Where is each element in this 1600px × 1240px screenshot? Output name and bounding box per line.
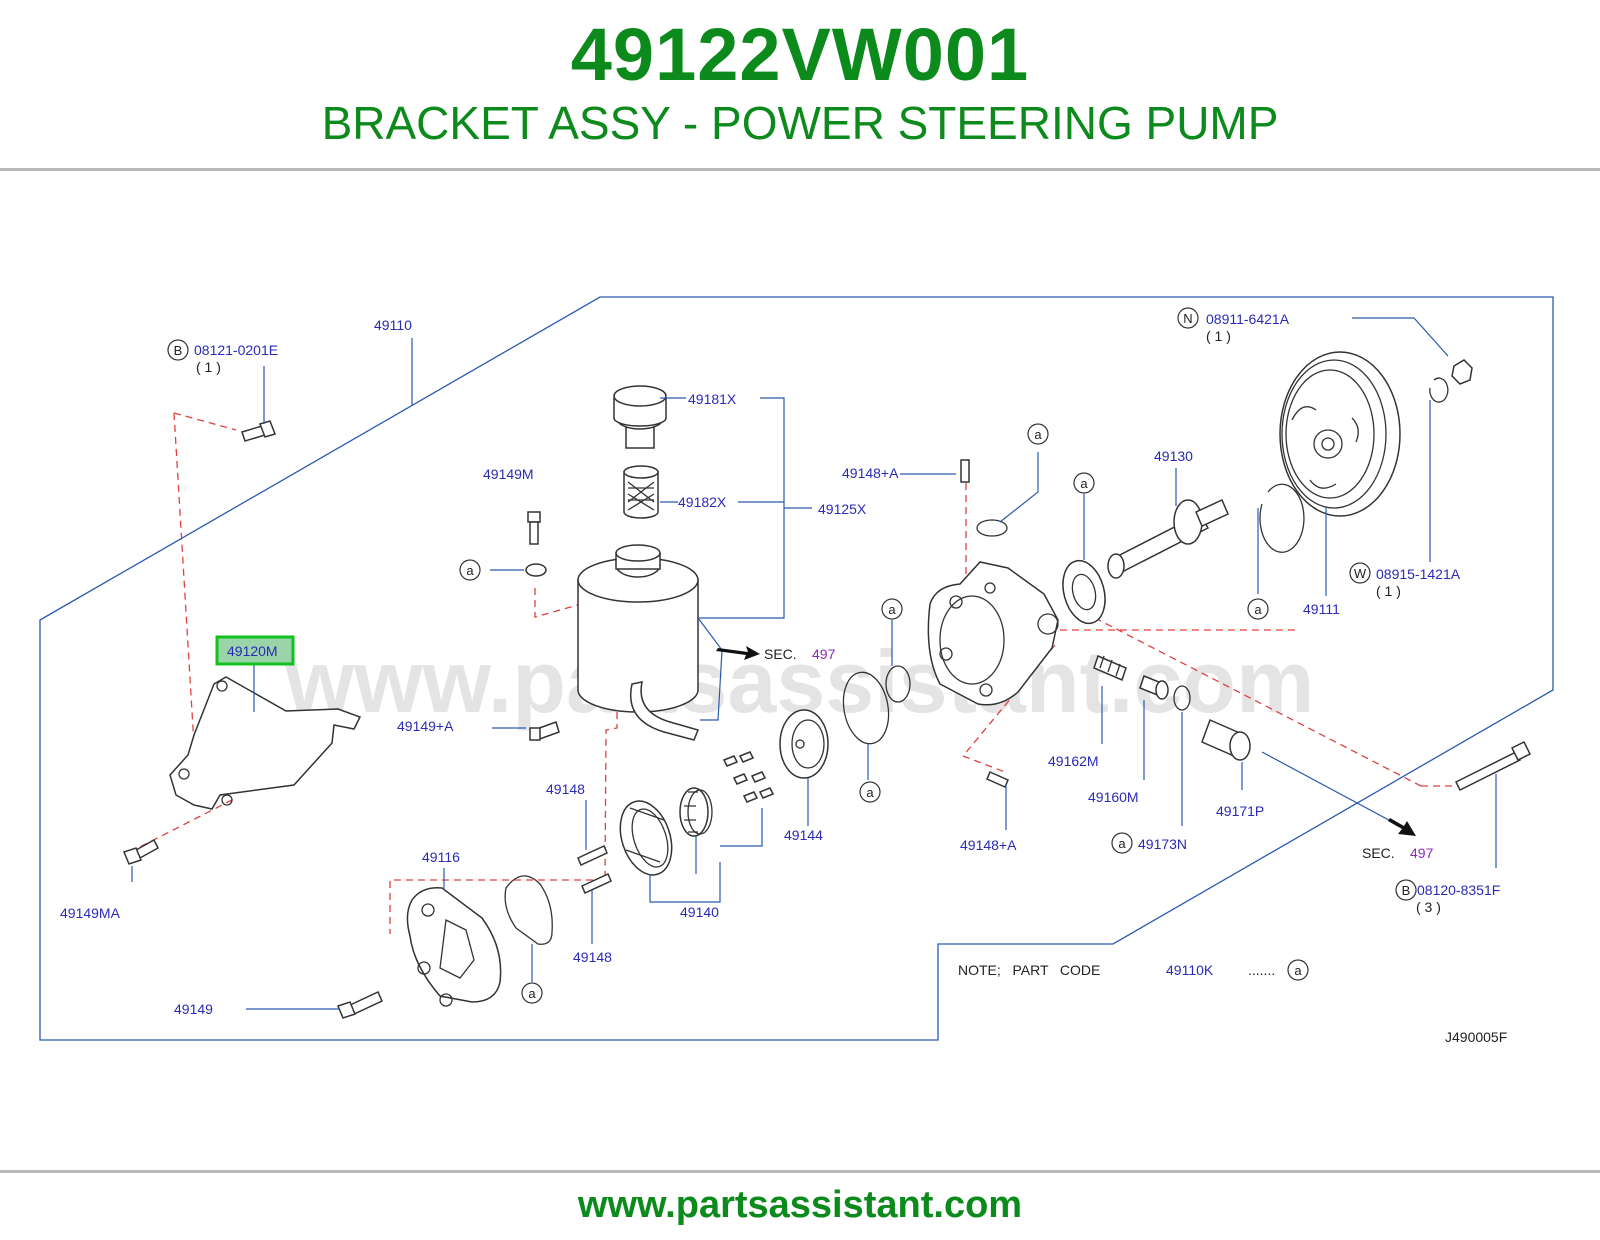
qty-08911: ( 1 )	[1206, 328, 1231, 344]
label-49148a-bottom[interactable]: 49148+A	[960, 837, 1017, 853]
diagram-id: J490005F	[1445, 1029, 1507, 1045]
bolt-49149a-icon	[529, 721, 560, 741]
label-49171p[interactable]: 49171P	[1216, 803, 1264, 819]
note-part-code[interactable]: 49110K	[1166, 962, 1214, 978]
letter-b-2: B	[1402, 883, 1411, 898]
part-number-title: 49122VW001	[570, 13, 1030, 96]
spring-49162m-icon	[1093, 654, 1127, 682]
letter-w: W	[1354, 566, 1367, 581]
label-49140[interactable]: 49140	[680, 904, 719, 920]
label-49149m[interactable]: 49149M	[483, 466, 534, 482]
valve-49160m-icon	[1139, 675, 1169, 700]
label-49130[interactable]: 49130	[1154, 448, 1193, 464]
bolt-49149ma-icon	[122, 838, 159, 865]
header-divider	[0, 168, 1600, 171]
gasket-icon	[504, 875, 553, 945]
letter-b-1: B	[174, 343, 183, 358]
letter-a: a	[1034, 427, 1042, 442]
letter-a: a	[528, 986, 536, 1001]
connector-49171p-icon	[1201, 718, 1251, 761]
bolt-49149m-icon	[527, 511, 541, 545]
header: 49122VW001 BRACKET ASSY - POWER STEERING…	[0, 0, 1600, 170]
label-49162m[interactable]: 49162M	[1048, 753, 1099, 769]
letter-a: a	[1294, 963, 1302, 978]
leader-lines	[131, 317, 1497, 1010]
pump-rear-cover-icon	[406, 887, 502, 1007]
o-ring-top-icon	[976, 519, 1008, 537]
strainer-icon	[623, 465, 659, 519]
letter-a: a	[866, 785, 874, 800]
label-08121-0201e[interactable]: 08121-0201E	[194, 342, 278, 358]
pin-bottom-icon	[986, 771, 1009, 788]
snap-ring-small-icon	[1429, 377, 1449, 403]
vanes-icon	[722, 751, 775, 803]
bolt-49149-icon	[336, 990, 383, 1019]
circled-letters	[167, 307, 1417, 1004]
o-ring-49173n-icon	[1173, 685, 1191, 711]
oil-seal-icon	[1062, 559, 1106, 625]
washer-icon	[525, 563, 547, 577]
sec-number-1[interactable]: 497	[812, 646, 836, 662]
sec-number-2[interactable]: 497	[1410, 845, 1434, 861]
label-49148a-top[interactable]: 49148+A	[842, 465, 899, 481]
qty-08121: ( 1 )	[196, 359, 221, 375]
label-49110[interactable]: 49110	[374, 317, 412, 333]
front-plate-icon	[779, 709, 829, 779]
part-description: BRACKET ASSY - POWER STEERING PUMP	[321, 97, 1279, 149]
label-49160m[interactable]: 49160M	[1088, 789, 1139, 805]
letter-a: a	[1080, 476, 1088, 491]
o-ring-small-icon	[885, 665, 911, 703]
qty-08120: ( 3 )	[1416, 899, 1441, 915]
label-49149ma[interactable]: 49149MA	[60, 905, 121, 921]
label-08911-6421a[interactable]: 08911-6421A	[1206, 311, 1290, 327]
letter-a: a	[466, 563, 474, 578]
drive-shaft-icon	[1107, 498, 1229, 579]
footer-url[interactable]: www.partsassistant.com	[577, 1184, 1023, 1226]
qty-08915: ( 1 )	[1376, 583, 1401, 599]
nut-icon	[1451, 359, 1473, 385]
rotor-icon	[679, 787, 713, 837]
assembly-frame	[39, 296, 1554, 1041]
label-49125x[interactable]: 49125X	[818, 501, 867, 517]
snap-ring-icon	[1259, 483, 1305, 553]
sec-label-2: SEC.	[1362, 845, 1395, 861]
letter-a: a	[1254, 602, 1262, 617]
label-49111[interactable]: 49111	[1303, 601, 1340, 617]
label-49120m[interactable]: 49120M	[227, 643, 278, 659]
bolt-08121-icon	[241, 420, 276, 442]
footer-divider	[0, 1170, 1600, 1173]
label-49149[interactable]: 49149	[174, 1001, 213, 1017]
label-49181x[interactable]: 49181X	[688, 391, 737, 407]
label-49144[interactable]: 49144	[784, 827, 823, 843]
label-49148-lower[interactable]: 49148	[573, 949, 612, 965]
letter-n: N	[1183, 311, 1192, 326]
label-49148-upper[interactable]: 49148	[546, 781, 585, 797]
reservoir-cap-icon	[613, 385, 667, 449]
label-49182x[interactable]: 49182X	[678, 494, 727, 510]
label-08120-8351f[interactable]: 08120-8351F	[1417, 882, 1500, 898]
label-49116[interactable]: 49116	[422, 849, 460, 865]
reservoir-tank-icon	[577, 544, 700, 741]
long-bolt-icon	[1454, 740, 1532, 792]
o-ring-large-icon	[842, 671, 890, 745]
note-dots: .......	[1248, 962, 1275, 978]
note-text: NOTE; PART CODE	[958, 962, 1100, 978]
pin-49148-icon	[577, 844, 612, 895]
pump-body-icon	[927, 561, 1059, 706]
label-08915-1421a[interactable]: 08915-1421A	[1376, 566, 1461, 582]
sec-label-1: SEC.	[764, 646, 797, 662]
pulley-icon	[1279, 351, 1401, 517]
highlight-box	[215, 635, 295, 666]
label-49173n[interactable]: 49173N	[1138, 836, 1187, 852]
letter-a: a	[1118, 836, 1126, 851]
sec-arrow-2-icon	[1388, 818, 1416, 836]
bracket-49120m-icon	[169, 676, 362, 810]
label-49149a[interactable]: 49149+A	[397, 718, 454, 734]
sec-arrow-1-icon	[716, 646, 760, 660]
letter-a: a	[888, 602, 896, 617]
pin-top-icon	[960, 459, 970, 483]
cam-ring-icon	[619, 800, 673, 876]
